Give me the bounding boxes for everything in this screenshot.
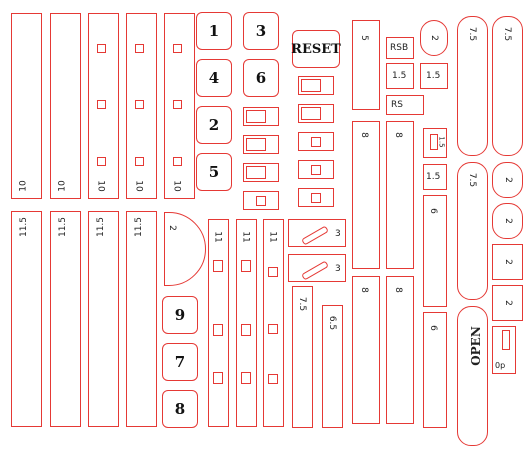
strip-10-4-label: 10: [133, 180, 144, 192]
strip-11-5-1: 11.5: [11, 211, 42, 427]
strip-8-2: 8: [386, 121, 414, 269]
op-piece: 0p: [492, 326, 516, 374]
val-1-5-c: 1.5: [423, 128, 447, 158]
strip-7-5-c: 7.5: [457, 162, 488, 300]
slot-b2: [298, 104, 334, 123]
strip-11-5-4-label: 11.5: [134, 216, 145, 238]
slot-b4: [298, 160, 334, 179]
slot-b1: [298, 76, 334, 95]
strip-6-5: 6.5: [322, 305, 343, 428]
val-1-5-a: 1.5: [386, 63, 414, 89]
slot-a2: [243, 135, 279, 154]
val-1-5-b: 1.5: [420, 63, 448, 89]
strip-10-2: 10: [50, 13, 81, 199]
val-2-a: 2: [420, 20, 448, 56]
val-1-5-d: 1.5: [423, 164, 447, 190]
strip-8-4: 8: [386, 276, 414, 424]
strip-8-1: 8: [352, 121, 380, 269]
rsb-button[interactable]: RSB: [386, 37, 414, 59]
strip-6-b: 6: [423, 312, 447, 428]
key-3[interactable]: 3: [243, 12, 279, 50]
diagonal-slot-2: 3: [288, 254, 346, 282]
strip-11-1: 11: [208, 219, 229, 427]
strip-11-5-3: 11.5: [88, 211, 119, 427]
half-circle-piece: 2: [164, 212, 206, 286]
val-2-c: 2: [492, 203, 523, 239]
half-circle-label: 2: [166, 225, 177, 231]
key-9[interactable]: 9: [162, 296, 198, 334]
strip-11-3: 11: [263, 219, 284, 427]
slot-b5: [298, 188, 334, 207]
strip-10-5: 10: [164, 13, 195, 199]
key-8[interactable]: 8: [162, 390, 198, 428]
reset-button[interactable]: RESET: [291, 30, 341, 68]
val-2-b: 2: [492, 162, 523, 198]
strip-8-3: 8: [352, 276, 380, 424]
slot-a4: [243, 191, 279, 210]
strip-10-1: 10: [11, 13, 42, 199]
strip-11-5-4: 11.5: [126, 211, 157, 427]
strip-10-4: 10: [126, 13, 157, 199]
key-1[interactable]: 1: [196, 12, 232, 50]
strip-10-3-label: 10: [95, 180, 106, 192]
key-6[interactable]: 6: [243, 59, 279, 97]
open-button[interactable]: OPEN: [457, 306, 488, 446]
key-2[interactable]: 2: [196, 106, 232, 144]
strip-7-5-a: 7.5: [457, 16, 488, 156]
strip-11-5-2: 11.5: [50, 211, 81, 427]
strip-11-5-2-label: 11.5: [58, 216, 69, 238]
val-2-d: 2: [492, 244, 523, 280]
strip-10-5-label: 10: [171, 180, 182, 192]
strip-10-1-label: 10: [18, 180, 29, 192]
strip-6-a: 6: [423, 195, 447, 307]
val-2-e: 2: [492, 285, 523, 321]
key-4[interactable]: 4: [196, 59, 232, 97]
strip-7-5: 7.5: [292, 286, 313, 428]
rs-button[interactable]: RS: [386, 95, 424, 115]
strip-11-2: 11: [236, 219, 257, 427]
diagonal-slot-1: 3: [288, 219, 346, 247]
strip-10-2-label: 10: [57, 180, 68, 192]
strip-10-3: 10: [88, 13, 119, 199]
strip-5: 5: [352, 20, 380, 110]
strip-7-5-b: 7.5: [492, 16, 523, 156]
strip-11-5-3-label: 11.5: [96, 216, 107, 238]
strip-11-5-1-label: 11.5: [19, 216, 30, 238]
slot-b3: [298, 132, 334, 151]
slot-a1: [243, 107, 279, 126]
key-7[interactable]: 7: [162, 343, 198, 381]
slot-a3: [243, 163, 279, 182]
key-5[interactable]: 5: [196, 153, 232, 191]
